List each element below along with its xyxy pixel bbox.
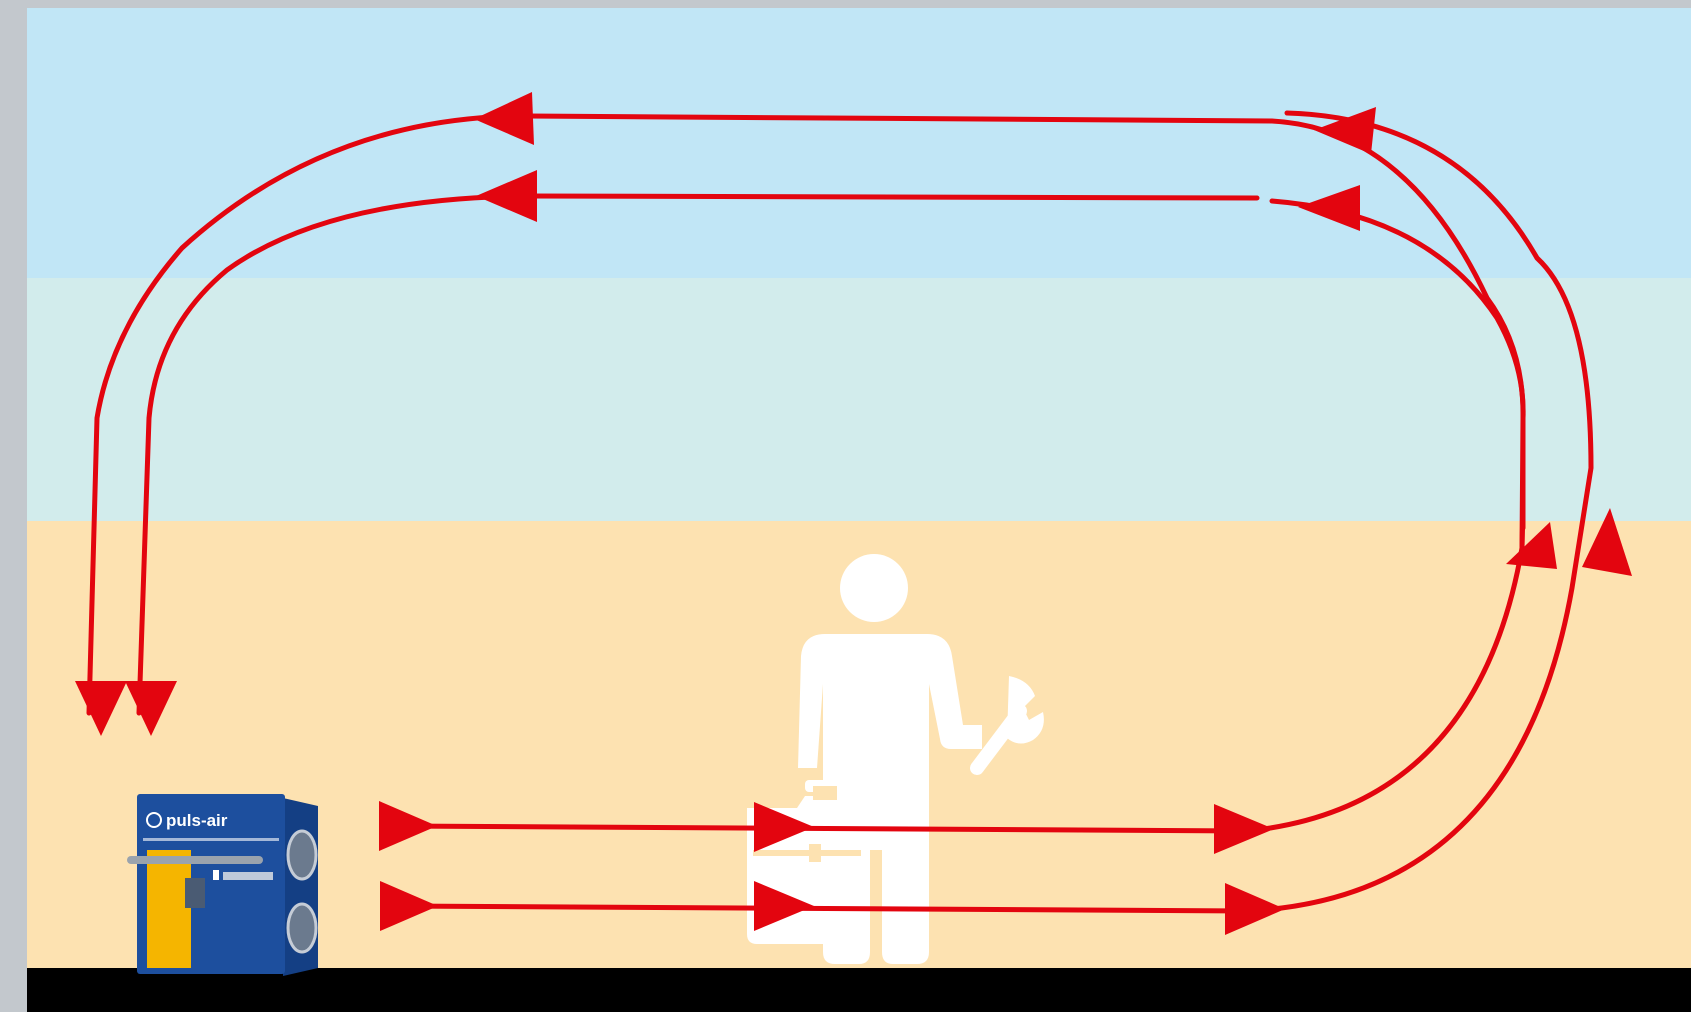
upper-zone xyxy=(27,8,1691,278)
airflow-diagram: puls-air xyxy=(27,8,1691,1012)
device-brand: puls-air xyxy=(166,811,228,830)
middle-zone xyxy=(27,278,1691,521)
dehumidifier-unit-icon: puls-air xyxy=(127,794,318,976)
floor xyxy=(27,968,1691,1012)
